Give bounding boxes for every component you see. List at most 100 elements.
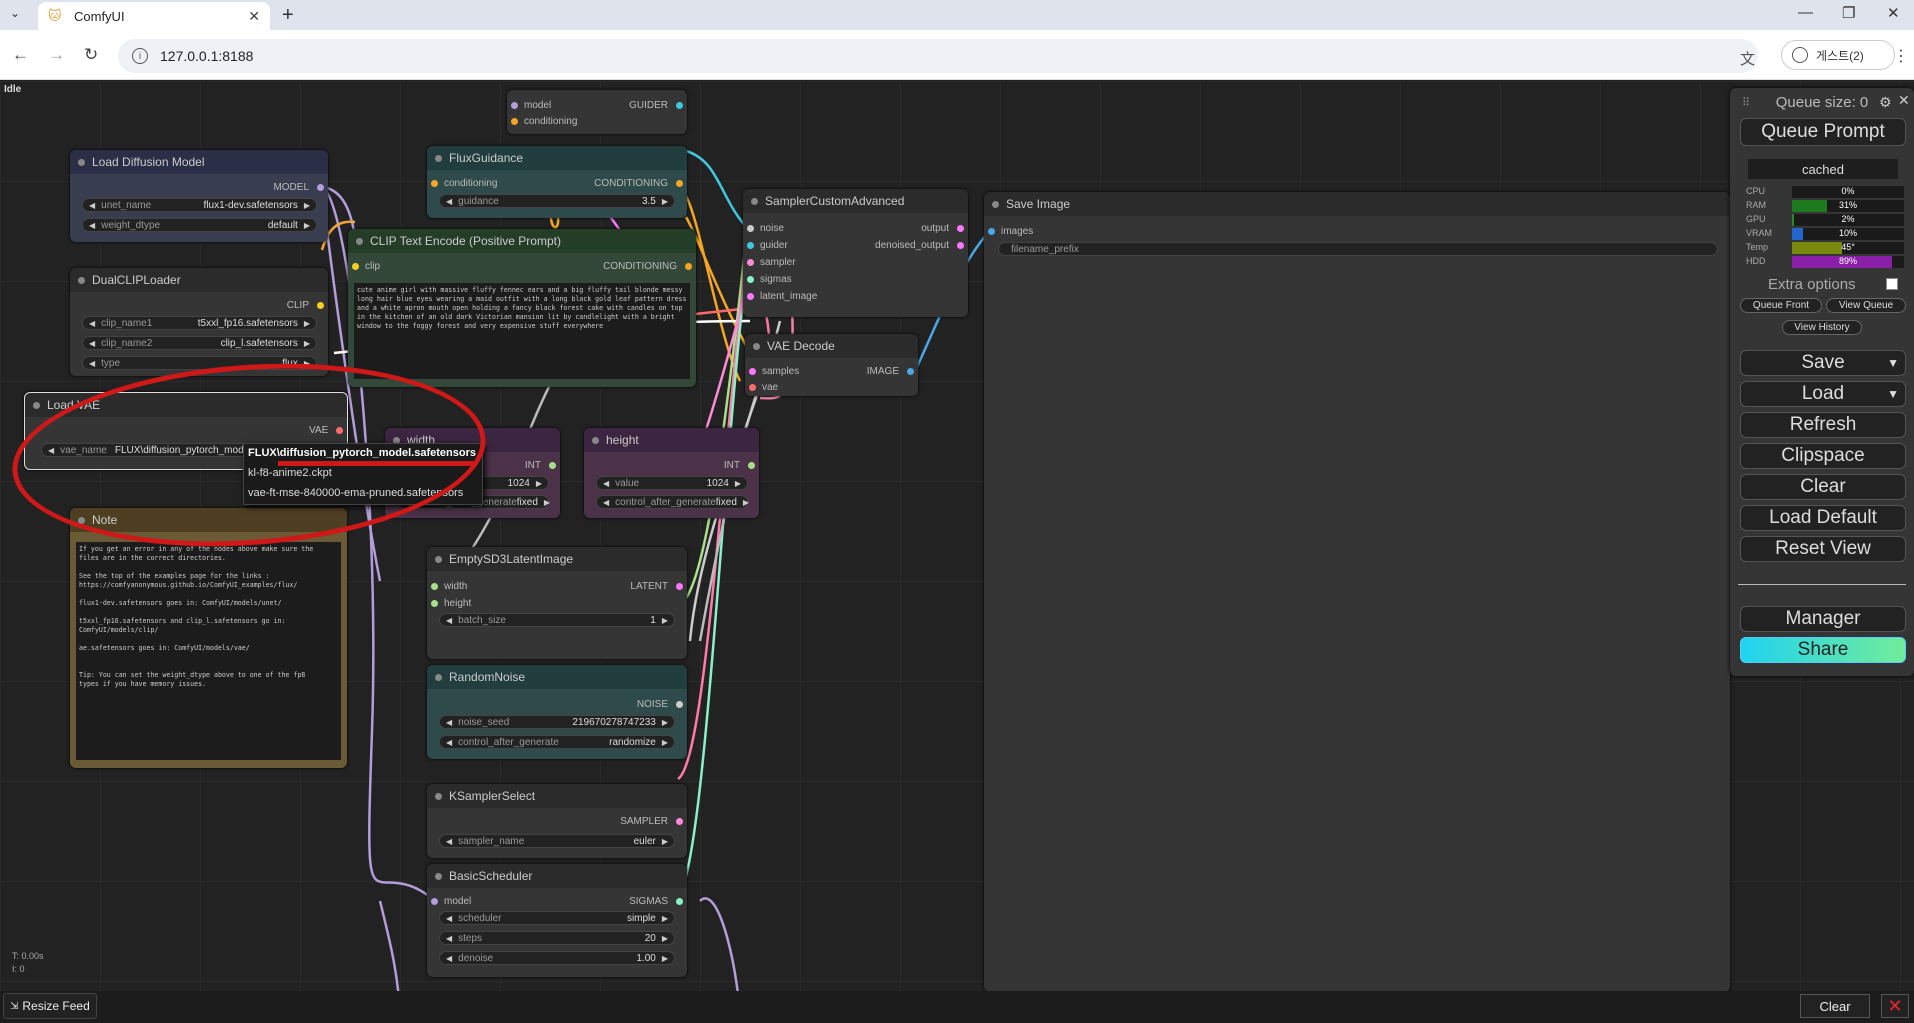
output-guider[interactable]: GUIDER xyxy=(629,98,683,112)
flux-guidance-node[interactable]: FluxGuidance conditioning CONDITIONING ◀… xyxy=(427,146,687,218)
vae-decode-node[interactable]: VAE Decode samples vae IMAGE xyxy=(745,334,918,396)
gear-icon[interactable]: ⚙ xyxy=(1879,94,1892,110)
output-sigmas[interactable]: SIGMAS xyxy=(629,894,683,908)
arrow-right-icon[interactable]: ▶ xyxy=(661,836,668,846)
arrow-left-icon[interactable]: ◀ xyxy=(446,953,453,963)
output-noise[interactable]: NOISE xyxy=(637,697,683,711)
arrow-right-icon[interactable]: ▶ xyxy=(661,737,668,747)
load-dropdown-icon[interactable]: ▼ xyxy=(1887,387,1899,401)
save-dropdown-icon[interactable]: ▼ xyxy=(1887,356,1899,370)
arrow-right-icon[interactable]: ▶ xyxy=(303,338,310,348)
node-title[interactable]: Load Diffusion Model xyxy=(70,150,328,174)
save-image-node[interactable]: Save Image images filename_prefix xyxy=(984,192,1730,992)
reset-view-button[interactable]: Reset View xyxy=(1740,536,1906,562)
input-conditioning[interactable]: conditioning xyxy=(511,114,577,128)
clip-text-encode-node[interactable]: CLIP Text Encode (Positive Prompt) clip … xyxy=(348,229,696,387)
input-sigmas[interactable]: sigmas xyxy=(747,272,792,286)
arrow-right-icon[interactable]: ▶ xyxy=(661,615,668,625)
node-title[interactable]: KSamplerSelect xyxy=(427,784,687,808)
arrow-right-icon[interactable]: ▶ xyxy=(661,953,668,963)
load-default-button[interactable]: Load Default xyxy=(1740,505,1906,531)
node-title[interactable]: RandomNoise xyxy=(427,665,687,689)
manager-button[interactable]: Manager xyxy=(1740,606,1906,632)
output-vae[interactable]: VAE xyxy=(309,423,344,437)
arrow-left-icon[interactable]: ◀ xyxy=(603,497,610,507)
arrow-right-icon[interactable]: ▶ xyxy=(661,913,668,923)
arrow-left-icon[interactable]: ◀ xyxy=(89,200,96,210)
input-vae[interactable]: vae xyxy=(749,380,778,394)
clipspace-button[interactable]: Clipspace xyxy=(1740,443,1906,469)
output-clip[interactable]: CLIP xyxy=(287,298,324,312)
output-model[interactable]: MODEL xyxy=(273,180,324,194)
queue-prompt-button[interactable]: Queue Prompt xyxy=(1740,118,1906,146)
input-width[interactable]: width xyxy=(431,579,467,593)
url-input[interactable]: i 127.0.0.1:8188 xyxy=(118,39,1758,73)
save-button[interactable]: Save▼ xyxy=(1740,350,1906,376)
arrow-left-icon[interactable]: ◀ xyxy=(446,717,453,727)
arrow-left-icon[interactable]: ◀ xyxy=(446,737,453,747)
arrow-right-icon[interactable]: ▶ xyxy=(303,200,310,210)
new-tab-icon[interactable]: + xyxy=(282,4,294,26)
forward-icon[interactable]: → xyxy=(48,45,65,64)
output-sampler[interactable]: SAMPLER xyxy=(620,814,683,828)
menu-item-anime-vae[interactable]: kl-f8-anime2.ckpt xyxy=(248,467,332,479)
arrow-right-icon[interactable]: ▶ xyxy=(661,933,668,943)
tab-search-icon[interactable]: ⌄ xyxy=(10,6,21,20)
resize-feed-button[interactable]: ⇲Resize Feed xyxy=(3,993,97,1019)
arrow-right-icon[interactable]: ▶ xyxy=(303,220,310,230)
input-noise[interactable]: noise xyxy=(747,221,784,235)
arrow-right-icon[interactable]: ▶ xyxy=(661,196,668,206)
node-title[interactable]: DualCLIPLoader xyxy=(70,268,328,292)
window-close-icon[interactable]: ✕ xyxy=(1887,5,1900,22)
arrow-left-icon[interactable]: ◀ xyxy=(89,318,96,328)
output-output[interactable]: output xyxy=(921,221,964,235)
extra-options-checkbox[interactable] xyxy=(1886,278,1898,290)
note-textarea[interactable]: If you get an error in any of the nodes … xyxy=(76,542,341,760)
sampler-custom-advanced-node[interactable]: SamplerCustomAdvanced noise guider sampl… xyxy=(743,189,968,317)
input-conditioning[interactable]: conditioning xyxy=(431,176,497,190)
input-sampler[interactable]: sampler xyxy=(747,255,796,269)
close-feed-icon[interactable]: ✕ xyxy=(1881,994,1909,1018)
output-int[interactable]: INT xyxy=(724,458,755,472)
prompt-textarea[interactable]: cute anime girl with massive fluffy fenn… xyxy=(354,283,690,379)
arrow-left-icon[interactable]: ◀ xyxy=(89,358,96,368)
translate-icon[interactable]: 文 xyxy=(1740,51,1756,68)
arrow-right-icon[interactable]: ▶ xyxy=(734,478,741,488)
input-images[interactable]: images xyxy=(988,224,1033,238)
output-image[interactable]: IMAGE xyxy=(867,364,914,378)
view-queue-button[interactable]: View Queue xyxy=(1826,298,1906,313)
load-button[interactable]: Load▼ xyxy=(1740,381,1906,407)
clear-button[interactable]: Clear xyxy=(1740,474,1906,500)
node-title[interactable]: CLIP Text Encode (Positive Prompt) xyxy=(348,229,696,253)
output-conditioning[interactable]: CONDITIONING xyxy=(603,259,692,273)
arrow-left-icon[interactable]: ◀ xyxy=(89,338,96,348)
arrow-left-icon[interactable]: ◀ xyxy=(89,220,96,230)
input-model[interactable]: model xyxy=(511,98,551,112)
node-title[interactable]: Load VAE xyxy=(25,393,347,417)
output-latent[interactable]: LATENT xyxy=(630,579,683,593)
node-title[interactable]: FluxGuidance xyxy=(427,146,687,170)
arrow-right-icon[interactable]: ▶ xyxy=(535,478,542,488)
arrow-right-icon[interactable]: ▶ xyxy=(303,358,310,368)
share-button[interactable]: Share xyxy=(1740,637,1906,663)
node-title[interactable]: height xyxy=(584,428,759,452)
node-title[interactable]: SamplerCustomAdvanced xyxy=(743,189,968,213)
input-height[interactable]: height xyxy=(431,596,471,610)
browser-tab[interactable]: 🐱 ComfyUI ✕ xyxy=(38,2,270,30)
